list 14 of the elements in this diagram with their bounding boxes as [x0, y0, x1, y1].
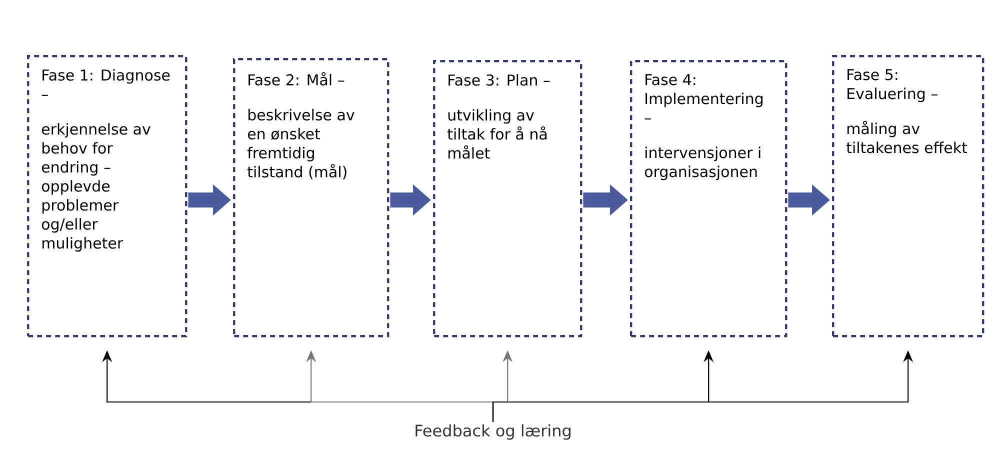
phase-heading: Fase 5: Evaluering –: [848, 69, 938, 102]
phase-box: [433, 60, 582, 338]
phase-box: [233, 58, 390, 338]
phase-description: erkjennelse av behov for endring – opplevde problemer og/eller muligheter: [42, 123, 150, 252]
feedback-label: Feedback og læring: [416, 424, 570, 440]
phase-box: [832, 55, 984, 338]
phase-heading: Fase 3: Plan –: [448, 74, 550, 86]
phase-description: beskrivelse av en ønsket fremtidig tilstand (mål): [247, 108, 354, 180]
phase-description: måling av tiltakenes effekt: [846, 120, 968, 154]
phase-description: utvikling av tiltak for å nå målet: [448, 109, 547, 159]
phase-heading: Fase 2: Mål –: [248, 72, 344, 86]
phase-box: [630, 60, 788, 338]
phase-box: [27, 55, 188, 338]
phase-description: intervensjoner i organisasjonen: [644, 146, 760, 180]
